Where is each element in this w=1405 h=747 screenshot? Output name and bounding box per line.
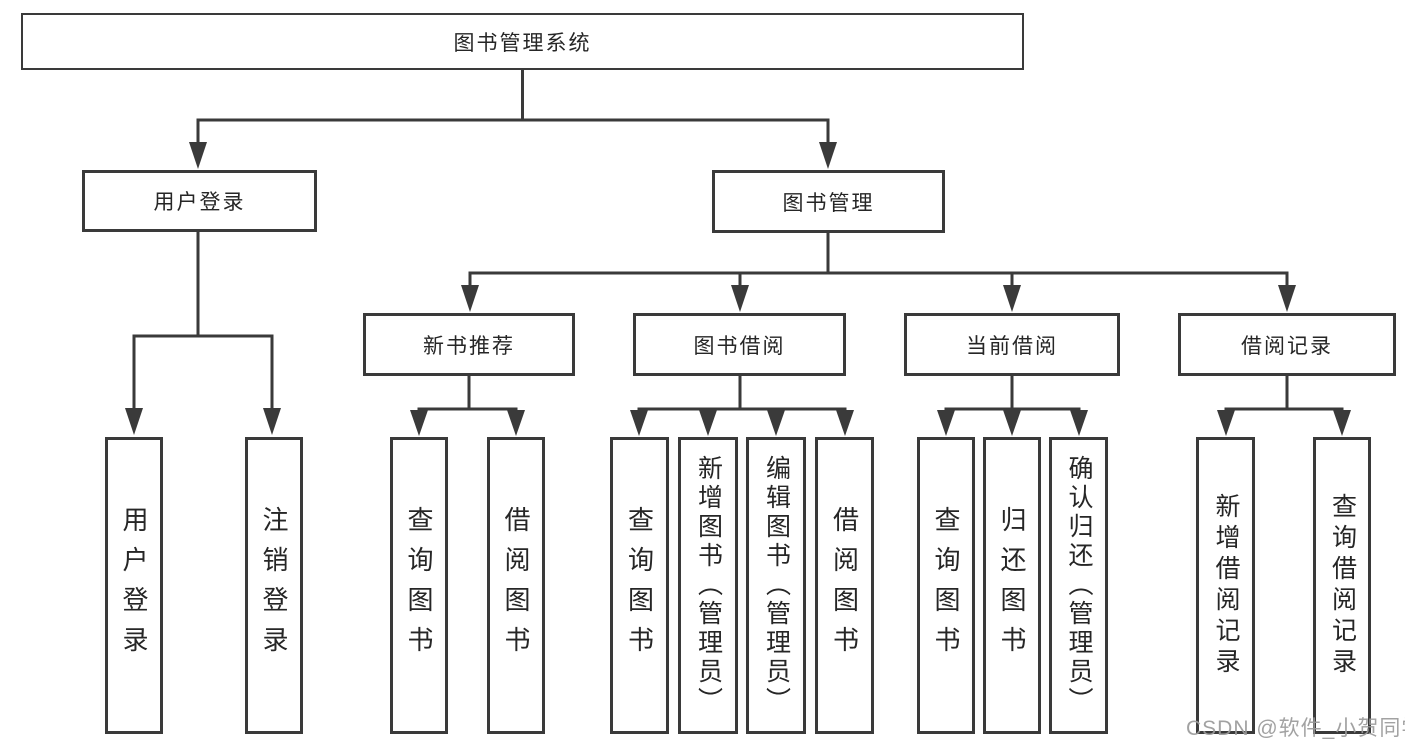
leaf-add-borrow-record: 新增借阅记录 [1196, 437, 1255, 734]
csdn-watermark: CSDN @软件_小贺同学 [1186, 717, 1405, 740]
leaf-borrow-books-recommend: 借阅图书 [487, 437, 545, 734]
node-new-book-recommend: 新书推荐 [363, 313, 575, 376]
node-label: 注销登录 [259, 505, 289, 666]
node-label: 归还图书 [997, 505, 1027, 666]
node-label: 查询图书 [624, 505, 655, 666]
node-label: 查询借阅记录 [1328, 492, 1357, 679]
leaf-query-books-current: 查询图书 [917, 437, 975, 734]
leaf-edit-book-admin: 编辑图书（管理员） [746, 437, 806, 734]
node-library-system: 图书管理系统 [21, 13, 1024, 70]
node-label: 新增借阅记录 [1212, 492, 1240, 679]
node-label: 图书管理 [782, 191, 875, 215]
node-label: 查询图书 [404, 505, 434, 666]
node-label: 用户登录 [153, 191, 246, 214]
leaf-query-books-recommend: 查询图书 [390, 437, 448, 734]
node-label: 当前借阅 [966, 334, 1058, 358]
node-label: 新书推荐 [423, 334, 515, 358]
node-label: 借阅图书 [829, 505, 860, 666]
node-label: 图书借阅 [693, 334, 786, 358]
leaf-confirm-return-admin: 确认归还（管理员） [1049, 437, 1108, 734]
node-current-borrow: 当前借阅 [904, 313, 1120, 376]
leaf-user-login: 用户登录 [105, 437, 163, 734]
leaf-logout: 注销登录 [245, 437, 303, 734]
node-label: 查询图书 [931, 505, 961, 666]
leaf-return-book: 归还图书 [983, 437, 1041, 734]
node-label: 新增图书（管理员） [694, 455, 723, 716]
node-label: 借阅图书 [501, 505, 531, 666]
node-label: 图书管理系统 [453, 31, 592, 55]
leaf-borrow-books: 借阅图书 [815, 437, 874, 734]
node-label: 确认归还（管理员） [1065, 455, 1093, 716]
node-book-borrow: 图书借阅 [633, 313, 846, 376]
node-user-login: 用户登录 [82, 170, 317, 232]
node-book-management: 图书管理 [712, 170, 945, 233]
node-label: 借阅记录 [1241, 334, 1333, 358]
leaf-query-books-borrow: 查询图书 [610, 437, 669, 734]
node-borrow-records: 借阅记录 [1178, 313, 1396, 376]
node-label: 用户登录 [119, 505, 149, 666]
leaf-add-book-admin: 新增图书（管理员） [678, 437, 738, 734]
leaf-query-borrow-record: 查询借阅记录 [1313, 437, 1371, 734]
node-label: 编辑图书（管理员） [762, 455, 791, 716]
